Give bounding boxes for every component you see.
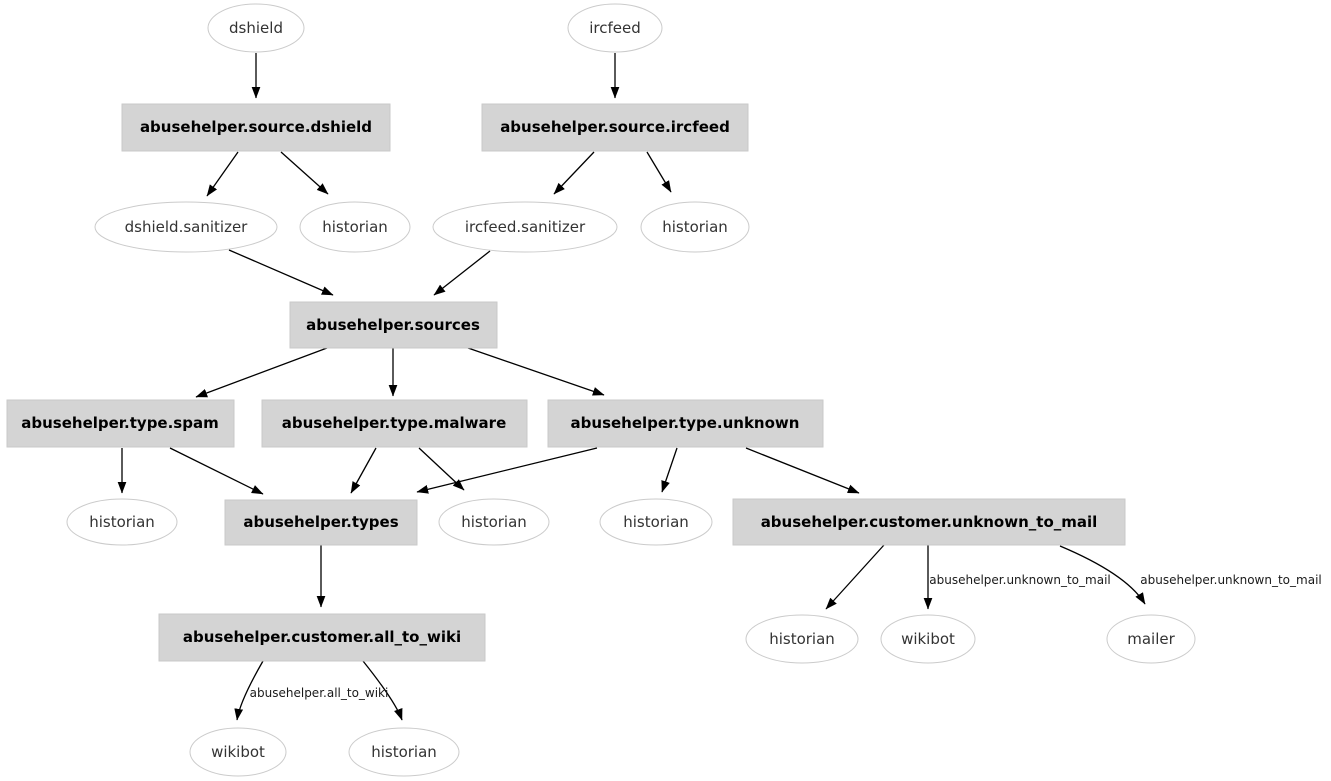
node-ircfeed-sanitizer: ircfeed.sanitizer xyxy=(432,201,618,253)
node-historian-unknown: historian xyxy=(599,498,713,546)
node-historian-malware-shape xyxy=(438,498,550,546)
edge-unknown-to-mail-to-mailer xyxy=(1059,545,1146,605)
node-historian-spam: historian xyxy=(66,498,178,546)
node-type-unknown: abusehelper.type.unknown xyxy=(547,399,824,448)
edge-all-to-wiki-to-historian xyxy=(362,660,403,721)
edge-source-dshield-to-dshield-sanitizer xyxy=(206,151,239,197)
node-type-unknown-label: abusehelper.type.unknown xyxy=(571,414,800,432)
node-feed-dshield: dshield xyxy=(207,3,305,53)
node-source-ircfeed-label: abusehelper.source.ircfeed xyxy=(500,118,730,136)
node-source-dshield-shape xyxy=(121,103,391,152)
node-ircfeed-sanitizer-shape xyxy=(432,201,618,253)
node-wikibot-utm: wikibot xyxy=(880,614,976,664)
edge-label-unknown-to-mail-wikibot: abusehelper.unknown_to_mail xyxy=(929,573,1110,587)
node-unknown-to-mail-label: abusehelper.customer.unknown_to_mail xyxy=(761,513,1098,531)
edge-type-spam-to-types xyxy=(169,447,264,495)
node-source-dshield-label: abusehelper.source.dshield xyxy=(140,118,372,136)
node-historian-src-dshield-shape xyxy=(299,201,411,253)
edge-label-layer: abusehelper.unknown_to_mail abusehelper.… xyxy=(250,573,1322,700)
node-wikibot-atw-label: wikibot xyxy=(211,743,265,761)
edge-all-to-wiki-to-wikibot xyxy=(234,660,264,721)
node-ircfeed-sanitizer-label: ircfeed.sanitizer xyxy=(465,218,586,236)
edge-type-malware-to-types xyxy=(350,447,377,494)
node-sources-label: abusehelper.sources xyxy=(306,316,480,334)
edge-sources-to-type-unknown xyxy=(467,347,605,396)
node-types-label: abusehelper.types xyxy=(243,513,398,531)
edge-type-unknown-to-historian xyxy=(661,447,678,493)
edge-type-unknown-to-unknown-to-mail xyxy=(745,447,860,494)
node-types: abusehelper.types xyxy=(224,499,418,546)
node-historian-utm-shape xyxy=(745,614,859,664)
node-dshield-sanitizer: dshield.sanitizer xyxy=(94,201,278,253)
node-source-ircfeed: abusehelper.source.ircfeed xyxy=(481,103,749,152)
node-sources: abusehelper.sources xyxy=(289,301,498,349)
node-historian-malware-label: historian xyxy=(461,513,527,531)
node-type-unknown-shape xyxy=(547,399,824,448)
node-sources-shape xyxy=(289,301,498,349)
edge-label-unknown-to-mail-mailer: abusehelper.unknown_to_mail xyxy=(1140,573,1321,587)
node-type-spam-shape xyxy=(6,399,235,448)
node-unknown-to-mail-shape xyxy=(732,498,1126,546)
edge-ircfeed-sanitizer-to-sources xyxy=(433,250,491,296)
node-mailer: mailer xyxy=(1106,614,1196,664)
node-historian-src-ircfeed-label: historian xyxy=(662,218,728,236)
node-types-shape xyxy=(224,499,418,546)
node-all-to-wiki-label: abusehelper.customer.all_to_wiki xyxy=(183,628,461,646)
node-mailer-label: mailer xyxy=(1127,630,1175,648)
node-type-spam-label: abusehelper.type.spam xyxy=(21,414,218,432)
node-feed-ircfeed-shape xyxy=(567,3,663,53)
edge-source-ircfeed-to-historian xyxy=(646,151,672,193)
node-dshield-sanitizer-shape xyxy=(94,201,278,253)
node-historian-utm-label: historian xyxy=(769,630,835,648)
node-historian-src-dshield: historian xyxy=(299,201,411,253)
node-historian-atw-shape xyxy=(348,727,460,777)
node-feed-ircfeed: ircfeed xyxy=(567,3,663,53)
node-wikibot-atw-shape xyxy=(189,727,287,777)
node-feed-dshield-shape xyxy=(207,3,305,53)
node-dshield-sanitizer-label: dshield.sanitizer xyxy=(125,218,249,236)
node-type-malware: abusehelper.type.malware xyxy=(261,399,528,448)
node-feed-ircfeed-label: ircfeed xyxy=(589,19,641,37)
node-type-malware-label: abusehelper.type.malware xyxy=(282,414,507,432)
node-wikibot-atw: wikibot xyxy=(189,727,287,777)
node-historian-unknown-shape xyxy=(599,498,713,546)
edge-type-malware-to-historian xyxy=(418,447,465,491)
edge-label-all-to-wiki: abusehelper.all_to_wiki xyxy=(250,686,389,700)
node-mailer-shape xyxy=(1106,614,1196,664)
node-historian-spam-shape xyxy=(66,498,178,546)
edge-source-ircfeed-to-ircfeed-sanitizer xyxy=(553,151,595,195)
node-feed-dshield-label: dshield xyxy=(229,19,283,37)
edge-layer xyxy=(117,53,1146,721)
node-source-dshield: abusehelper.source.dshield xyxy=(121,103,391,152)
node-wikibot-utm-shape xyxy=(880,614,976,664)
edge-dshield-sanitizer-to-sources xyxy=(228,249,334,296)
edge-sources-to-type-spam xyxy=(195,347,328,398)
node-historian-malware: historian xyxy=(438,498,550,546)
node-type-spam: abusehelper.type.spam xyxy=(6,399,235,448)
node-unknown-to-mail: abusehelper.customer.unknown_to_mail xyxy=(732,498,1126,546)
node-historian-src-ircfeed: historian xyxy=(640,201,750,253)
node-historian-atw: historian xyxy=(348,727,460,777)
node-historian-utm: historian xyxy=(745,614,859,664)
node-type-malware-shape xyxy=(261,399,528,448)
edge-unknown-to-mail-to-historian xyxy=(825,544,885,610)
node-layer: dshield ircfeed abusehelper.source.dshie… xyxy=(6,3,1196,777)
edge-source-dshield-to-historian xyxy=(280,151,329,195)
node-historian-atw-label: historian xyxy=(371,743,437,761)
edge-type-unknown-to-types xyxy=(416,447,598,494)
node-source-ircfeed-shape xyxy=(481,103,749,152)
node-historian-src-ircfeed-shape xyxy=(640,201,750,253)
node-historian-src-dshield-label: historian xyxy=(322,218,388,236)
node-wikibot-utm-label: wikibot xyxy=(901,630,955,648)
node-all-to-wiki: abusehelper.customer.all_to_wiki xyxy=(158,613,486,662)
node-historian-unknown-label: historian xyxy=(623,513,689,531)
node-all-to-wiki-shape xyxy=(158,613,486,662)
node-historian-spam-label: historian xyxy=(89,513,155,531)
